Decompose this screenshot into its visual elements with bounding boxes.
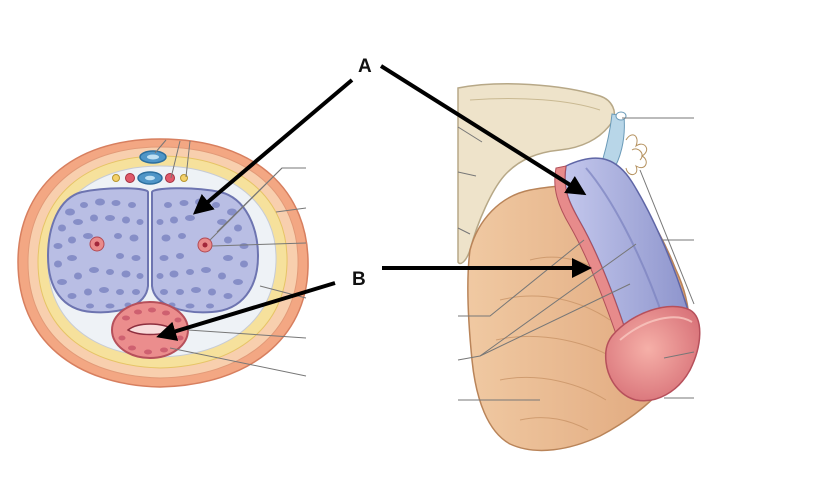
dorsal-nerve-left [112, 174, 120, 182]
cross-section-leader-lines [154, 139, 307, 377]
cross-section [17, 138, 309, 388]
label-a: A [358, 56, 372, 77]
label-b: B [352, 269, 366, 290]
arrow-a-right [379, 64, 587, 196]
dorsal-artery-left [125, 173, 135, 183]
arrow-a-left [192, 78, 354, 215]
arrows [156, 64, 592, 341]
arrow-b-left [156, 281, 336, 341]
longitudinal-view [457, 83, 701, 452]
glans [604, 305, 701, 402]
cavernous-tissue-texture [53, 198, 249, 309]
longitudinal-leader-lines [457, 117, 695, 401]
spongiosum-texture [118, 307, 184, 355]
dorsal-artery-right [165, 173, 175, 183]
